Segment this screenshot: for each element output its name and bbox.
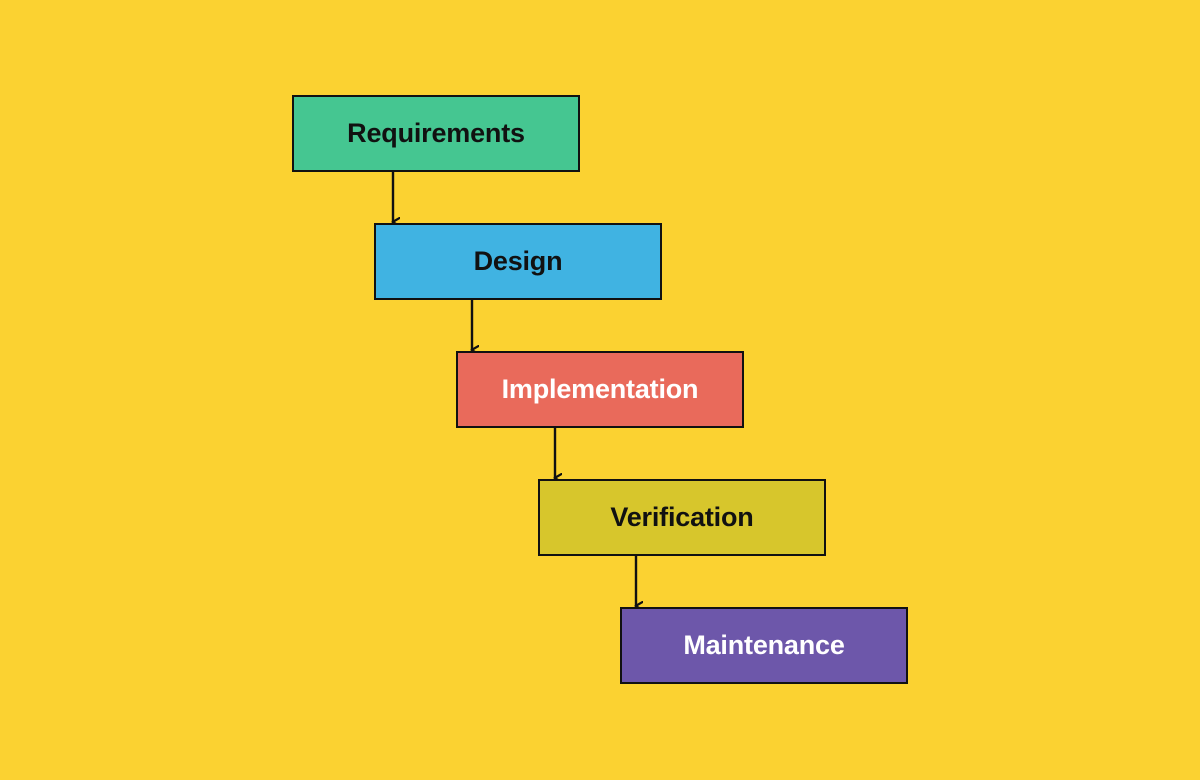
stage-label-verification: Verification bbox=[610, 502, 754, 532]
stage-box-requirements[interactable]: Requirements bbox=[292, 95, 580, 172]
stage-box-implementation[interactable]: Implementation bbox=[456, 351, 744, 428]
stage-label-implementation: Implementation bbox=[501, 374, 699, 404]
stage-label-maintenance: Maintenance bbox=[683, 630, 845, 660]
stage-box-design[interactable]: Design bbox=[374, 223, 662, 300]
stage-box-maintenance[interactable]: Maintenance bbox=[620, 607, 908, 684]
stage-label-requirements: Requirements bbox=[347, 118, 525, 148]
stage-box-verification[interactable]: Verification bbox=[538, 479, 826, 556]
stage-label-design: Design bbox=[473, 246, 563, 276]
